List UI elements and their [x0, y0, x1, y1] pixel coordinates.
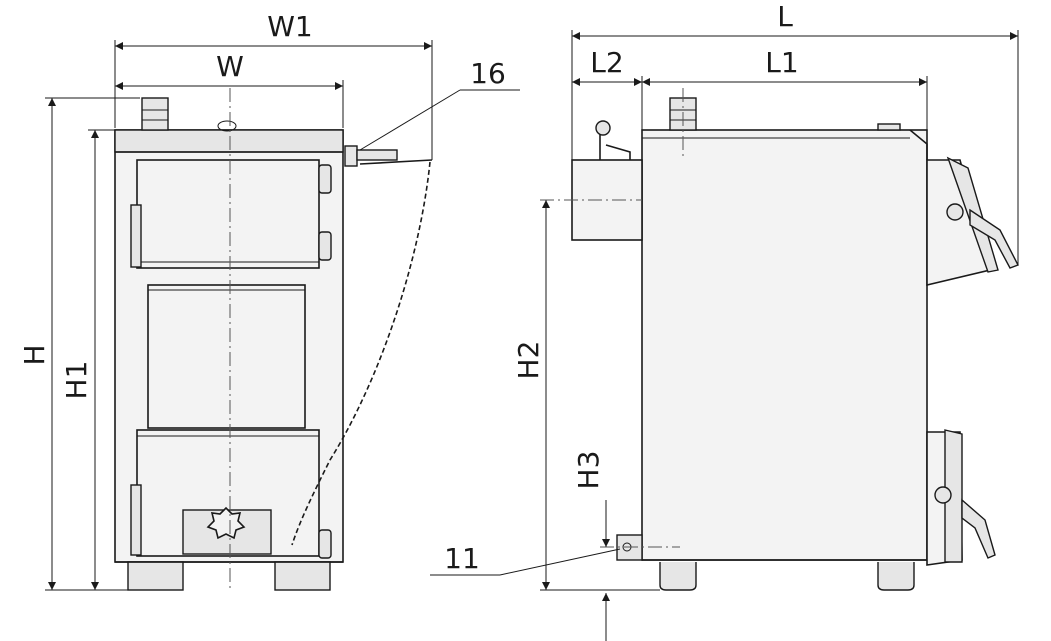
dim-label-l1: L1: [765, 46, 798, 79]
callout-16: 16: [470, 57, 506, 90]
leader-16: [359, 89, 461, 151]
dim-label-h2: H2: [512, 341, 545, 380]
regulator-chain: [291, 161, 431, 546]
front-foot-left: [127, 561, 184, 591]
side-foot-right: [877, 562, 915, 591]
side-foot-left: [659, 562, 697, 591]
dim-label-w: W: [216, 50, 244, 83]
dim-label-h1: H1: [60, 361, 93, 400]
side-body: [641, 129, 928, 561]
draft-regulator: [344, 145, 433, 167]
front-flue-nozzle: [141, 97, 169, 131]
flue-outlet: [571, 120, 643, 241]
front-lower-door: [130, 429, 332, 559]
front-air-regulator-knob-icon: [206, 506, 246, 540]
dim-label-h3: H3: [572, 451, 605, 490]
callout-11: 11: [444, 542, 480, 575]
dimensions: W1 W H H1 L L2 L1 H2 H3: [18, 0, 1019, 641]
side-view: [540, 88, 1019, 591]
dim-label-l: L: [777, 0, 793, 33]
front-upper-door: [130, 159, 332, 269]
front-foot-right: [274, 561, 331, 591]
dim-label-l2: L2: [590, 46, 623, 79]
side-lower-door-open: [926, 429, 996, 566]
side-upper-door-open: [926, 156, 1019, 287]
front-middle-panel: [147, 284, 306, 429]
dim-label-w1: W1: [267, 10, 313, 43]
front-view: [114, 88, 433, 591]
dim-label-h: H: [18, 344, 51, 365]
